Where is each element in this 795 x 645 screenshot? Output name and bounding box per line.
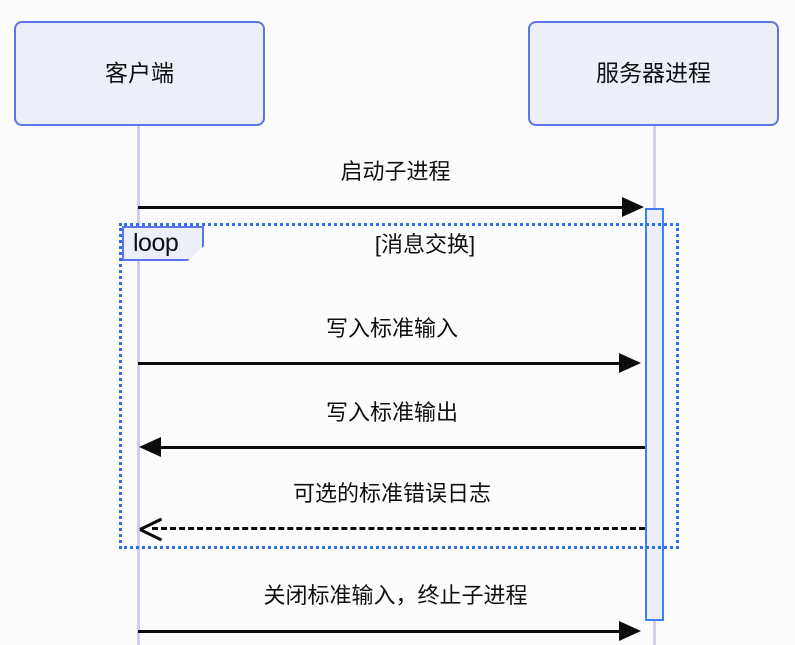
message-label-4: 关闭标准输入，终止子进程 <box>263 583 528 608</box>
loop-fragment-tab-label: loop <box>133 229 179 257</box>
lifeline-client <box>137 126 140 645</box>
message-line-3 <box>152 527 645 530</box>
message-line-0 <box>138 206 638 209</box>
message-arrowhead-2 <box>139 437 161 457</box>
message-line-4 <box>138 630 635 633</box>
participant-box-client[interactable]: 客户端 <box>14 21 265 126</box>
message-label-2: 写入标准输出 <box>325 400 458 425</box>
message-arrowhead-4 <box>619 621 641 641</box>
message-arrowhead-0 <box>622 197 644 217</box>
loop-fragment-condition: [消息交换] <box>374 232 476 257</box>
message-label-1: 写入标准输入 <box>325 316 458 341</box>
activation-bar-server <box>645 208 664 621</box>
participant-box-server[interactable]: 服务器进程 <box>528 21 779 126</box>
loop-fragment-tab: loop <box>122 226 204 261</box>
message-arrowhead-1 <box>619 353 641 373</box>
message-line-1 <box>138 362 635 365</box>
message-arrowhead-3 <box>140 518 162 538</box>
participant-label-server: 服务器进程 <box>596 60 711 86</box>
participant-label-client: 客户端 <box>105 60 174 86</box>
message-label-0: 启动子进程 <box>340 159 451 184</box>
loop-fragment-frame <box>119 223 679 549</box>
message-label-3: 可选的标准错误日志 <box>292 481 491 506</box>
message-line-2 <box>160 446 645 449</box>
